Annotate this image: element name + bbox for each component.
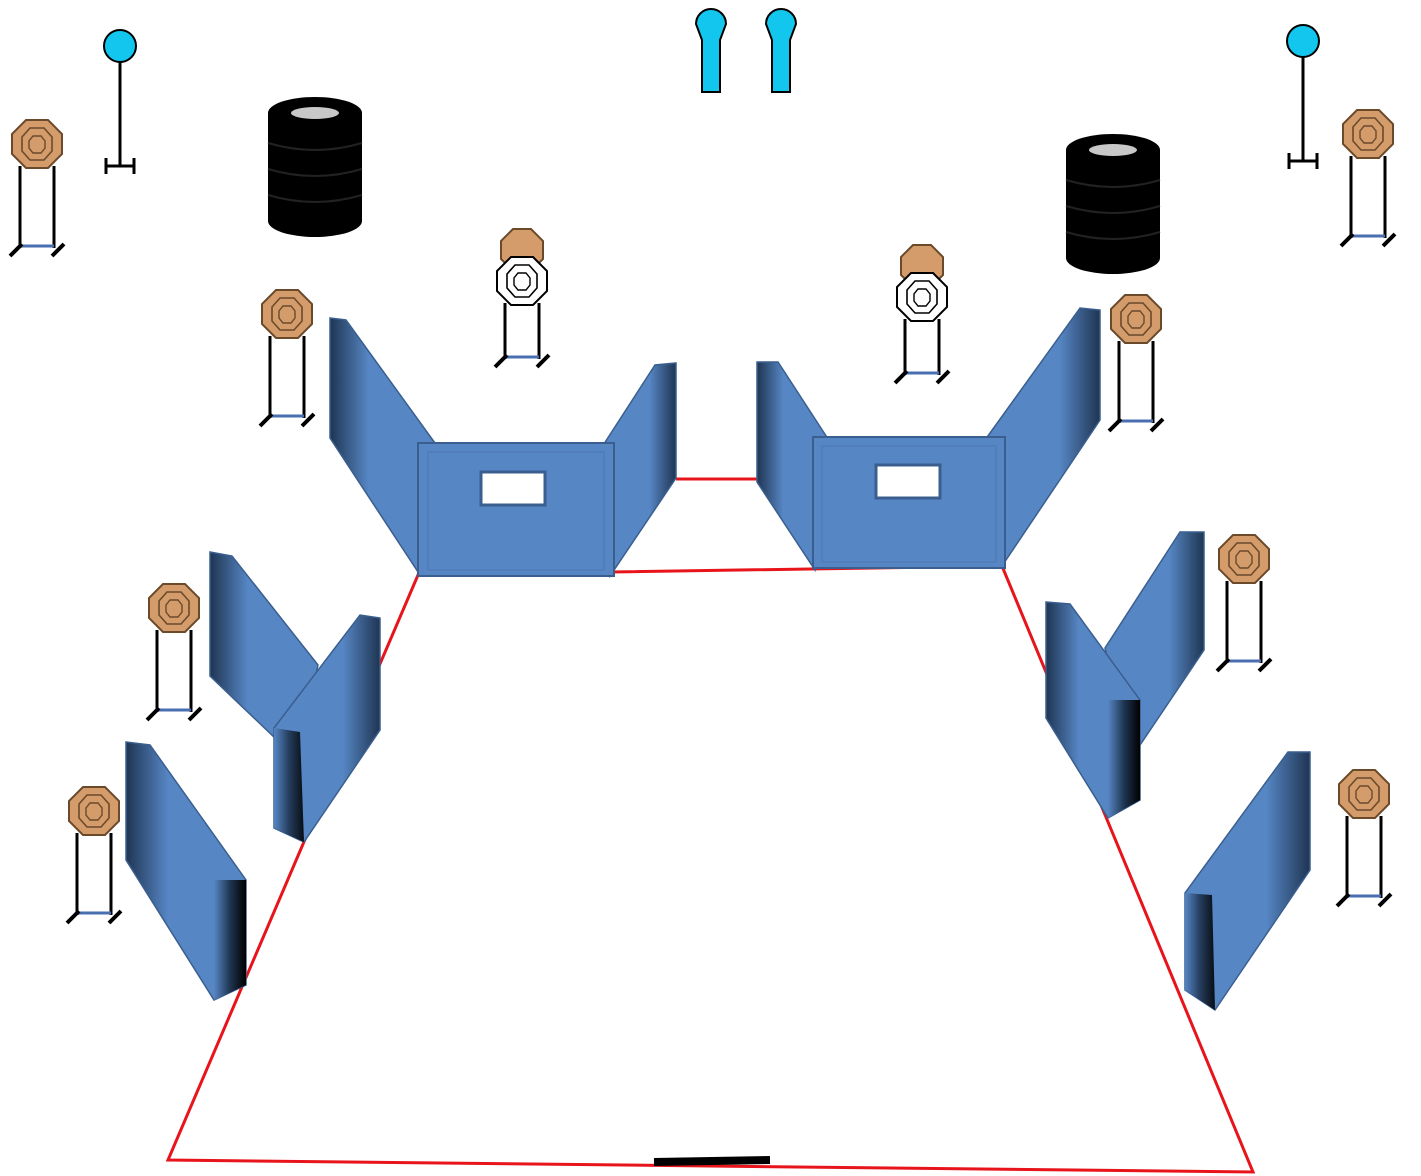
no-shoot-target-right bbox=[893, 243, 951, 385]
start-position-bar bbox=[653, 1156, 771, 1166]
wall-port-left bbox=[479, 470, 547, 507]
paper-target-left-rear bbox=[8, 118, 66, 258]
wall-right-middle bbox=[1045, 531, 1205, 820]
paper-target-right-upper bbox=[1107, 293, 1165, 433]
paper-target-right-front bbox=[1335, 768, 1393, 908]
barrel-stack-right bbox=[1065, 133, 1161, 275]
steel-popper-left bbox=[695, 8, 727, 93]
wall-port-right bbox=[874, 463, 942, 500]
steel-popper-right bbox=[765, 8, 797, 93]
paper-target-left-middle bbox=[145, 582, 203, 722]
paper-target-right-rear bbox=[1339, 108, 1397, 248]
paper-target-left-front bbox=[65, 785, 123, 925]
wall-left-middle bbox=[209, 551, 381, 843]
barricade-center-right bbox=[756, 307, 1101, 573]
barrel-stack-left bbox=[267, 96, 363, 238]
wall-right-front bbox=[1184, 751, 1311, 1012]
fault-line-area bbox=[165, 564, 1256, 1174]
paper-target-right-middle bbox=[1215, 533, 1273, 673]
steel-plate-left bbox=[102, 28, 138, 176]
wall-left-front bbox=[125, 741, 247, 1001]
paper-target-left-upper bbox=[258, 288, 316, 428]
barricade-center-left bbox=[329, 317, 677, 579]
no-shoot-target-left bbox=[493, 227, 551, 369]
steel-plate-right bbox=[1285, 23, 1321, 171]
